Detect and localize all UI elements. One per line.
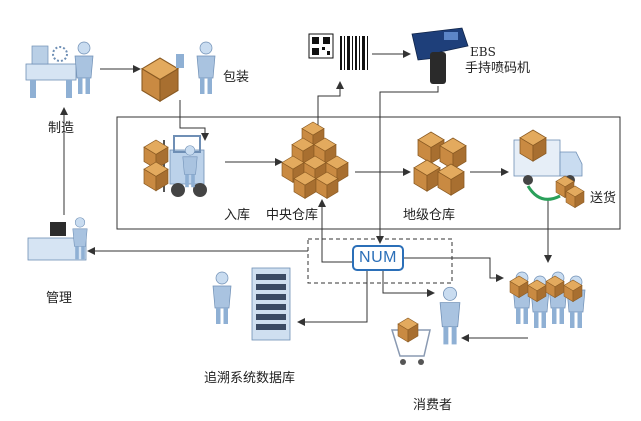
qr-barcode-icon	[308, 33, 368, 70]
num-box: NUM	[352, 245, 404, 271]
server-database-icon	[212, 267, 291, 341]
central-boxes-icon	[281, 121, 349, 199]
label-ebs: EBS	[470, 45, 496, 59]
label-delivery: 送货	[590, 191, 617, 206]
label-management: 管理	[46, 291, 73, 306]
label-manufacture: 制造	[48, 121, 75, 136]
label-consumer: 消费者	[413, 398, 453, 413]
label-handheld-printer: 手持喷码机	[465, 61, 531, 76]
label-trace-database: 追溯系统数据库	[204, 371, 296, 386]
regional-boxes-icon	[413, 131, 467, 196]
packer-icon	[141, 41, 216, 102]
forklift-icon	[143, 135, 207, 197]
label-inbound: 入库	[224, 208, 251, 223]
label-packaging: 包装	[223, 70, 250, 85]
handheld-printer-icon	[411, 27, 469, 84]
label-regional-warehouse: 地级仓库	[403, 208, 456, 223]
consumer-cart-icon	[390, 286, 461, 365]
factory-worker-icon	[25, 41, 94, 98]
warehouse-boundary	[116, 116, 621, 230]
label-central-warehouse: 中央仓库	[266, 208, 319, 223]
delivery-truck-icon	[513, 129, 585, 208]
manager-computer-icon	[27, 217, 88, 261]
delivery-workers-icon	[509, 271, 586, 329]
